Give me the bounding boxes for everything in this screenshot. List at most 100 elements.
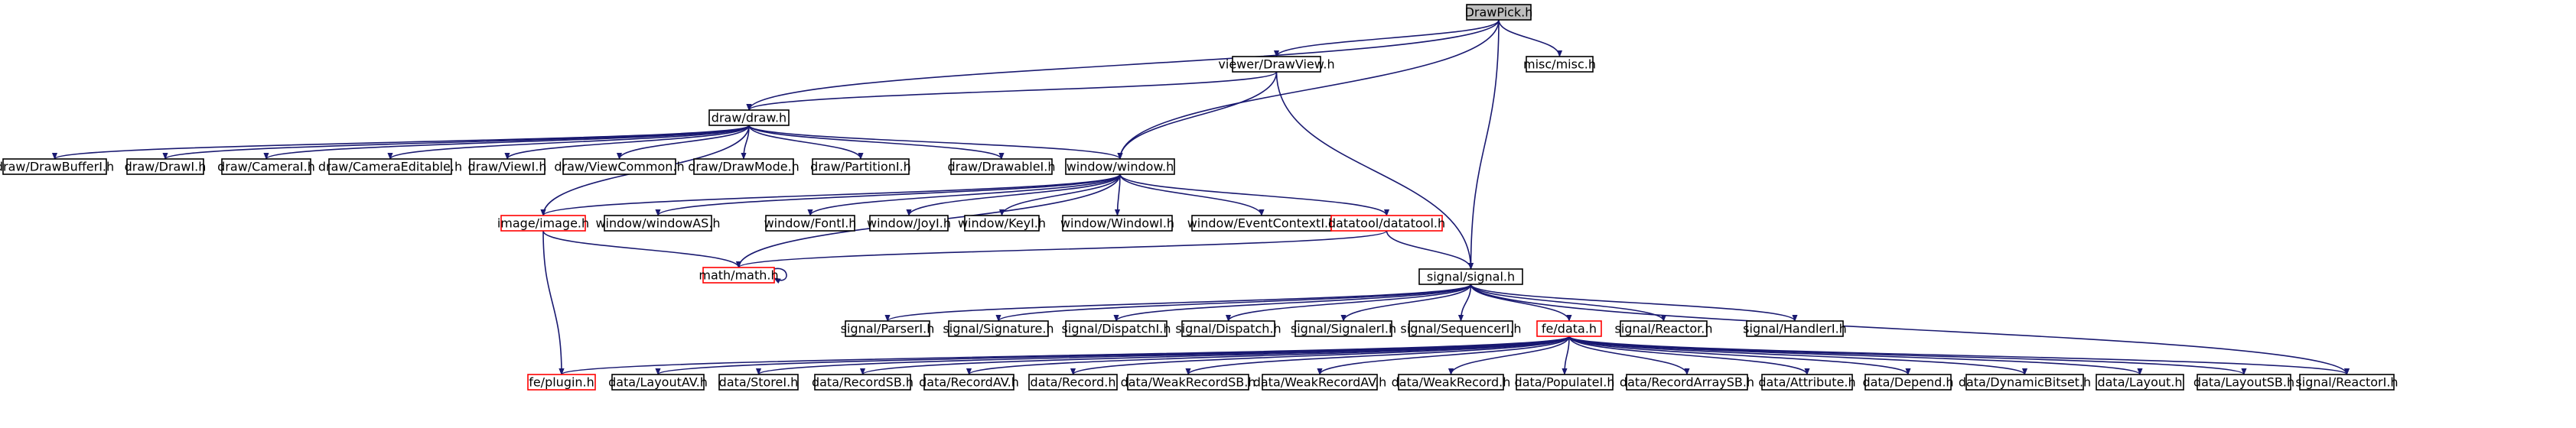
node-layout[interactable]: data/Layout.h	[2096, 374, 2184, 391]
node-recordav[interactable]: data/RecordAV.h	[919, 374, 1019, 391]
edge-draw-to-camerai	[263, 125, 750, 160]
edge-window-to-datatool	[1119, 173, 1389, 216]
edge-draw-to-cameraeditable	[387, 125, 750, 160]
node-weakrecordsb[interactable]: data/WeakRecordSB.h	[1121, 374, 1256, 391]
edge-viewer-drawview-to-draw	[746, 71, 1278, 111]
node-label: fe/data.h	[1542, 322, 1597, 336]
node-drawmode[interactable]: draw/DrawMode.h	[688, 158, 800, 175]
edges-layer	[52, 19, 2350, 375]
node-label: viewer/DrawView.h	[1218, 57, 1334, 72]
node-draw[interactable]: draw/draw.h	[708, 109, 790, 126]
node-attribute[interactable]: data/Attribute.h	[1758, 374, 1856, 391]
node-label: draw/draw.h	[712, 111, 786, 125]
node-label: data/LayoutAV.h	[608, 375, 708, 390]
node-signaleri[interactable]: signal/SignalerI.h	[1291, 320, 1396, 337]
node-box	[693, 158, 794, 175]
node-box	[2197, 374, 2291, 391]
node-fedata[interactable]: fe/data.h	[1536, 320, 1602, 337]
node-label: datatool/datatool.h	[1328, 216, 1445, 231]
node-label: data/RecordAV.h	[919, 375, 1019, 390]
node-dispatch[interactable]: signal/Dispatch.h	[1175, 320, 1281, 337]
node-layoutsb[interactable]: data/LayoutSB.h	[2193, 374, 2294, 391]
node-label: signal/SequencerI.h	[1400, 322, 1521, 336]
node-partitioni[interactable]: draw/PartitionI.h	[810, 158, 911, 175]
edge-signal-to-sequenceri	[1457, 284, 1472, 322]
node-eventcontexti[interactable]: window/EventContextI.h	[1187, 215, 1337, 232]
node-reactor[interactable]: signal/Reactor.h	[1615, 320, 1713, 337]
node-weakrecord[interactable]: data/WeakRecord.h	[1392, 374, 1511, 391]
node-label: data/WeakRecord.h	[1392, 375, 1511, 390]
node-cameraeditable[interactable]: draw/CameraEditable.h	[318, 158, 462, 175]
node-record[interactable]: data/Record.h	[1028, 374, 1118, 391]
edge-window-to-windowi	[1114, 173, 1121, 216]
node-depend[interactable]: data/Depend.h	[1862, 374, 1954, 391]
node-weakrecordav[interactable]: data/WeakRecordAV.h	[1253, 374, 1387, 391]
node-label: data/RecordSB.h	[812, 375, 913, 390]
edge-signal-to-handleri	[1470, 284, 1798, 322]
edge-viewer-drawview-to-signal	[1275, 71, 1474, 270]
node-layoutav[interactable]: data/LayoutAV.h	[608, 374, 708, 391]
node-box	[221, 158, 311, 175]
node-drawbufferi[interactable]: draw/DrawBufferI.h	[0, 158, 114, 175]
node-dynamicbitset[interactable]: data/DynamicBitset.h	[1959, 374, 2091, 391]
node-label: data/PopulateI.h	[1515, 375, 1615, 390]
node-reactori[interactable]: signal/ReactorI.h	[2295, 374, 2399, 391]
node-box	[1516, 374, 1614, 391]
edge-signal-to-signature	[995, 284, 1472, 322]
node-math[interactable]: math/math.h	[699, 267, 779, 284]
edge-fedata-to-recordav	[966, 336, 1570, 375]
node-handleri[interactable]: signal/HandlerI.h	[1743, 320, 1847, 337]
edge-fedata-to-dynamicbitset	[1568, 336, 2027, 375]
node-label: window/WindowI.h	[1060, 216, 1174, 231]
node-viewcommon[interactable]: draw/ViewCommon.h	[554, 158, 685, 175]
node-recordarraysb[interactable]: data/RecordArraySB.h	[1620, 374, 1754, 391]
node-label: draw/ViewI.h	[468, 160, 547, 174]
node-label: signal/SignalerI.h	[1291, 322, 1396, 336]
node-storei[interactable]: data/StoreI.h	[718, 374, 799, 391]
node-viewer-drawview[interactable]: viewer/DrawView.h	[1218, 56, 1335, 73]
node-windowi[interactable]: window/WindowI.h	[1060, 215, 1174, 232]
node-camerai[interactable]: draw/CameraI.h	[217, 158, 315, 175]
node-box	[328, 158, 452, 175]
node-dispatchi[interactable]: signal/DispatchI.h	[1062, 320, 1171, 337]
node-windowas[interactable]: window/windowAS.h	[595, 215, 721, 232]
edge-fedata-to-recordarraysb	[1568, 336, 1690, 375]
node-joyi[interactable]: window/JoyI.h	[867, 215, 951, 232]
node-label: data/Attribute.h	[1758, 375, 1855, 390]
node-misc[interactable]: misc/misc.h	[1523, 56, 1596, 73]
node-fonti[interactable]: window/FontI.h	[764, 215, 857, 232]
node-box	[1398, 374, 1504, 391]
edge-fedata-to-record	[1070, 336, 1570, 375]
node-box	[702, 267, 775, 284]
node-box	[1065, 158, 1175, 175]
node-sequenceri[interactable]: signal/SequencerI.h	[1400, 320, 1522, 337]
node-viewi[interactable]: draw/ViewI.h	[468, 158, 547, 175]
node-parseri[interactable]: signal/ParserI.h	[841, 320, 935, 337]
edge-fedata-to-attribute	[1568, 336, 1810, 375]
edge-signal-to-dispatch	[1226, 284, 1472, 322]
node-box	[2, 158, 107, 175]
node-box	[718, 374, 799, 391]
node-label: data/WeakRecordSB.h	[1121, 375, 1256, 390]
node-box	[814, 374, 911, 391]
node-drawablei[interactable]: draw/DrawableI.h	[948, 158, 1056, 175]
edge-signal-to-dispatchi	[1113, 284, 1472, 322]
edge-drawpick-to-draw	[746, 19, 1500, 111]
node-plugin[interactable]: fe/plugin.h	[527, 374, 596, 391]
node-window[interactable]: window/window.h	[1065, 158, 1175, 175]
edge-drawpick-to-viewer-drawview	[1273, 19, 1500, 57]
node-keyi[interactable]: window/KeyI.h	[958, 215, 1046, 232]
edge-window-to-fonti	[807, 173, 1121, 216]
node-drawi[interactable]: draw/DrawI.h	[125, 158, 207, 175]
node-datatool[interactable]: datatool/datatool.h	[1328, 215, 1445, 232]
node-image[interactable]: image/image.h	[497, 215, 589, 232]
node-label: data/StoreI.h	[719, 375, 799, 390]
node-signature[interactable]: signal/Signature.h	[943, 320, 1054, 337]
node-box	[1262, 374, 1378, 391]
node-populatei[interactable]: data/PopulateI.h	[1515, 374, 1615, 391]
node-recordsb[interactable]: data/RecordSB.h	[812, 374, 913, 391]
node-signal[interactable]: signal/signal.h	[1418, 268, 1523, 285]
node-box	[1295, 320, 1392, 337]
node-box	[1864, 374, 1952, 391]
